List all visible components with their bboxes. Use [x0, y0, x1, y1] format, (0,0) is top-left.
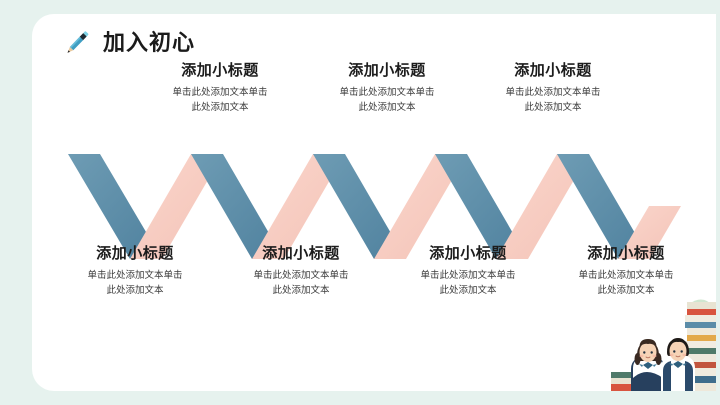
book-stack-small [611, 372, 631, 391]
node-body-line-1: 单击此处添加文本单击 [505, 87, 601, 99]
node-body-line-1: 单击此处添加文本单击 [87, 270, 183, 282]
node-body-line-1: 单击此处添加文本单击 [420, 270, 516, 282]
node-heading: 添加小标题 [514, 62, 592, 79]
book-stack [685, 302, 716, 391]
ribbon-segment-pink-0 [130, 154, 223, 259]
node-block-top-3: 添加小标题 单击此处添加文本单击 此处添加文本 [469, 62, 637, 116]
zigzag-ribbon-graphic [68, 154, 681, 259]
ribbon-segment-pink-4 [618, 206, 681, 259]
slide-card: 加入初心 添加小标题 单击此处添加文本单击 此处添加文本 添加小标题 单击此处添… [32, 14, 716, 391]
node-block-bottom-2: 添加小标题 单击此处添加文本单击 此处添加文本 [217, 245, 385, 299]
node-body-line-2: 此处添加文本 [439, 284, 497, 296]
node-body-line-2: 此处添加文本 [106, 284, 164, 296]
two-students-with-books-illustration [611, 299, 716, 391]
node-body-line-2: 此处添加文本 [272, 284, 330, 296]
node-block-bottom-1: 添加小标题 单击此处添加文本单击 此处添加文本 [51, 245, 219, 299]
node-body-line-1: 单击此处添加文本单击 [253, 270, 349, 282]
girl-student [631, 339, 665, 391]
node-block-top-2: 添加小标题 单击此处添加文本单击 此处添加文本 [303, 62, 471, 116]
node-body-line-1: 单击此处添加文本单击 [578, 270, 674, 282]
node-heading: 添加小标题 [587, 245, 665, 262]
ribbon-segment-pink-2 [374, 154, 467, 259]
pencil-icon [67, 31, 89, 53]
node-heading: 添加小标题 [429, 245, 507, 262]
node-block-bottom-3: 添加小标题 单击此处添加文本单击 此处添加文本 [384, 245, 552, 299]
node-body-line-2: 此处添加文本 [358, 101, 416, 113]
ribbon-segment-blue-0 [68, 154, 162, 259]
boy-student [661, 338, 695, 391]
ribbon-segment-blue-4 [557, 154, 650, 259]
node-heading: 添加小标题 [348, 62, 426, 79]
ribbon-segment-blue-3 [435, 154, 528, 259]
ribbon-segment-blue-2 [313, 154, 406, 259]
ribbon-segment-pink-1 [252, 154, 345, 259]
ribbon-segment-blue-1 [191, 154, 284, 259]
page-title: 加入初心 [103, 30, 196, 55]
title-row: 加入初心 [60, 26, 195, 60]
node-body-line-2: 此处添加文本 [191, 101, 249, 113]
node-body-line-1: 单击此处添加文本单击 [172, 87, 268, 99]
node-heading: 添加小标题 [96, 245, 174, 262]
node-block-bottom-4: 添加小标题 单击此处添加文本单击 此处添加文本 [542, 245, 710, 299]
node-body-line-1: 单击此处添加文本单击 [339, 87, 435, 99]
node-body-line-2: 此处添加文本 [524, 101, 582, 113]
node-block-top-1: 添加小标题 单击此处添加文本单击 此处添加文本 [136, 62, 304, 116]
ribbon-segment-pink-3 [496, 154, 589, 259]
node-heading: 添加小标题 [262, 245, 340, 262]
node-body-line-2: 此处添加文本 [597, 284, 655, 296]
node-heading: 添加小标题 [181, 62, 259, 79]
